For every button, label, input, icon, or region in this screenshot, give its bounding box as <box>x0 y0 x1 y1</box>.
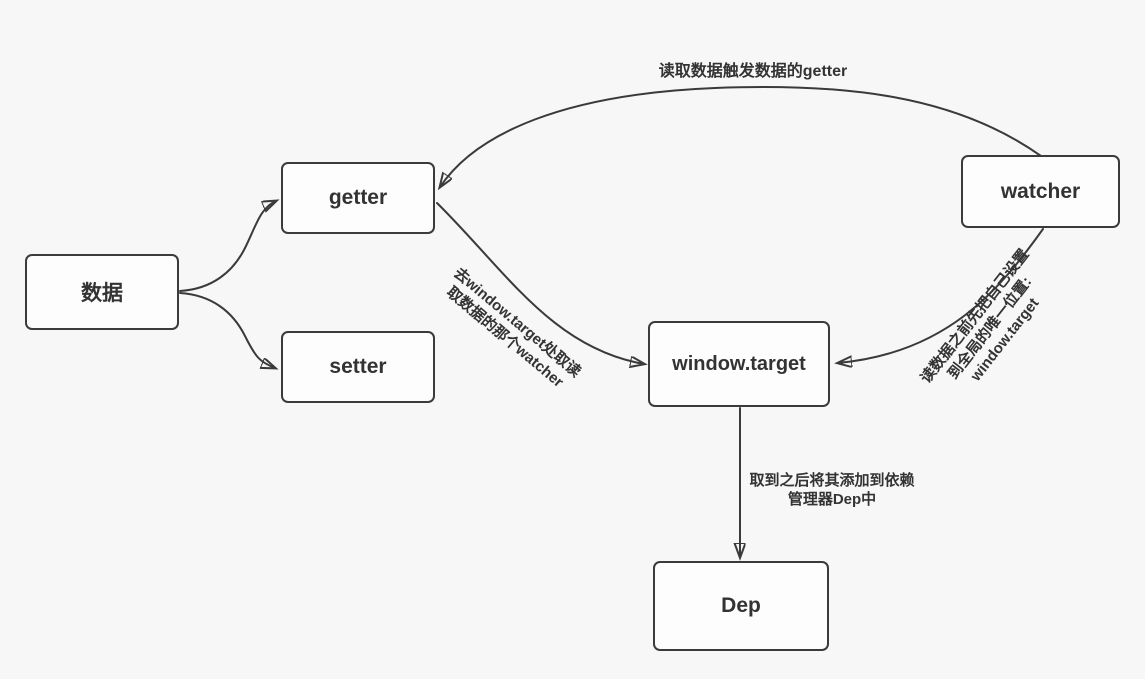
edge-label-watcher-to-getter: 读取数据触发数据的getter <box>658 63 848 80</box>
node-window-target: window.target <box>648 321 830 407</box>
edge-data-to-getter <box>179 201 276 292</box>
edge-label-line: 取到之后将其添加到依赖 <box>749 472 915 489</box>
node-getter-label: getter <box>328 186 388 209</box>
edge-watcher-to-window-target <box>838 228 1044 363</box>
node-watcher-label: watcher <box>1000 179 1081 203</box>
node-dep-label: Dep <box>721 594 761 617</box>
edge-watcher-to-getter <box>440 86 1042 187</box>
node-data-label: 数据 <box>81 282 123 305</box>
edge-getter-to-window-target <box>436 202 644 364</box>
node-window-target-label: window.target <box>672 352 806 375</box>
edge-label-window-target-to-dep: 取到之后将其添加到依赖 管理器Dep中 <box>749 471 914 509</box>
node-setter: setter <box>281 331 435 403</box>
node-dep: Dep <box>653 561 829 651</box>
node-setter-label: setter <box>329 355 387 378</box>
node-watcher: watcher <box>961 155 1120 228</box>
edge-label-line: 管理器Dep中 <box>787 491 877 508</box>
edge-data-to-setter <box>179 292 275 368</box>
node-getter: getter <box>281 162 435 234</box>
node-data: 数据 <box>25 254 179 330</box>
